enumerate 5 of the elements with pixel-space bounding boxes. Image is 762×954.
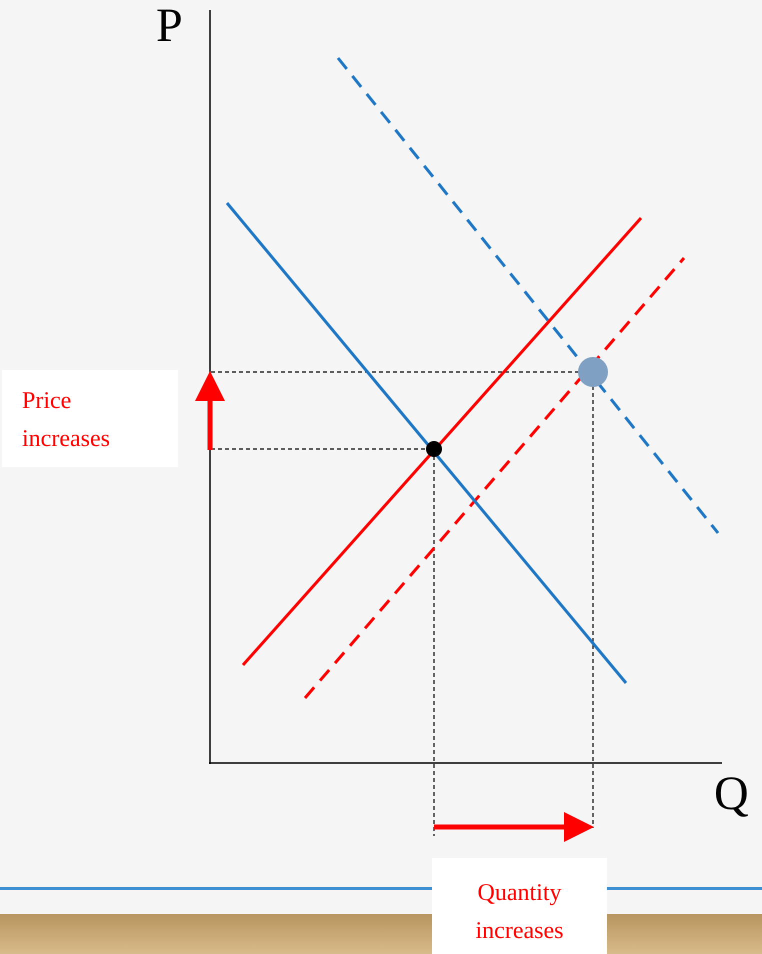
axis-label: Q [714,770,749,818]
annotation-text: Price increases [22,387,111,454]
axis-label: P [156,2,183,50]
annotation-text: Quantity increases [474,879,564,946]
text-box [432,858,607,954]
